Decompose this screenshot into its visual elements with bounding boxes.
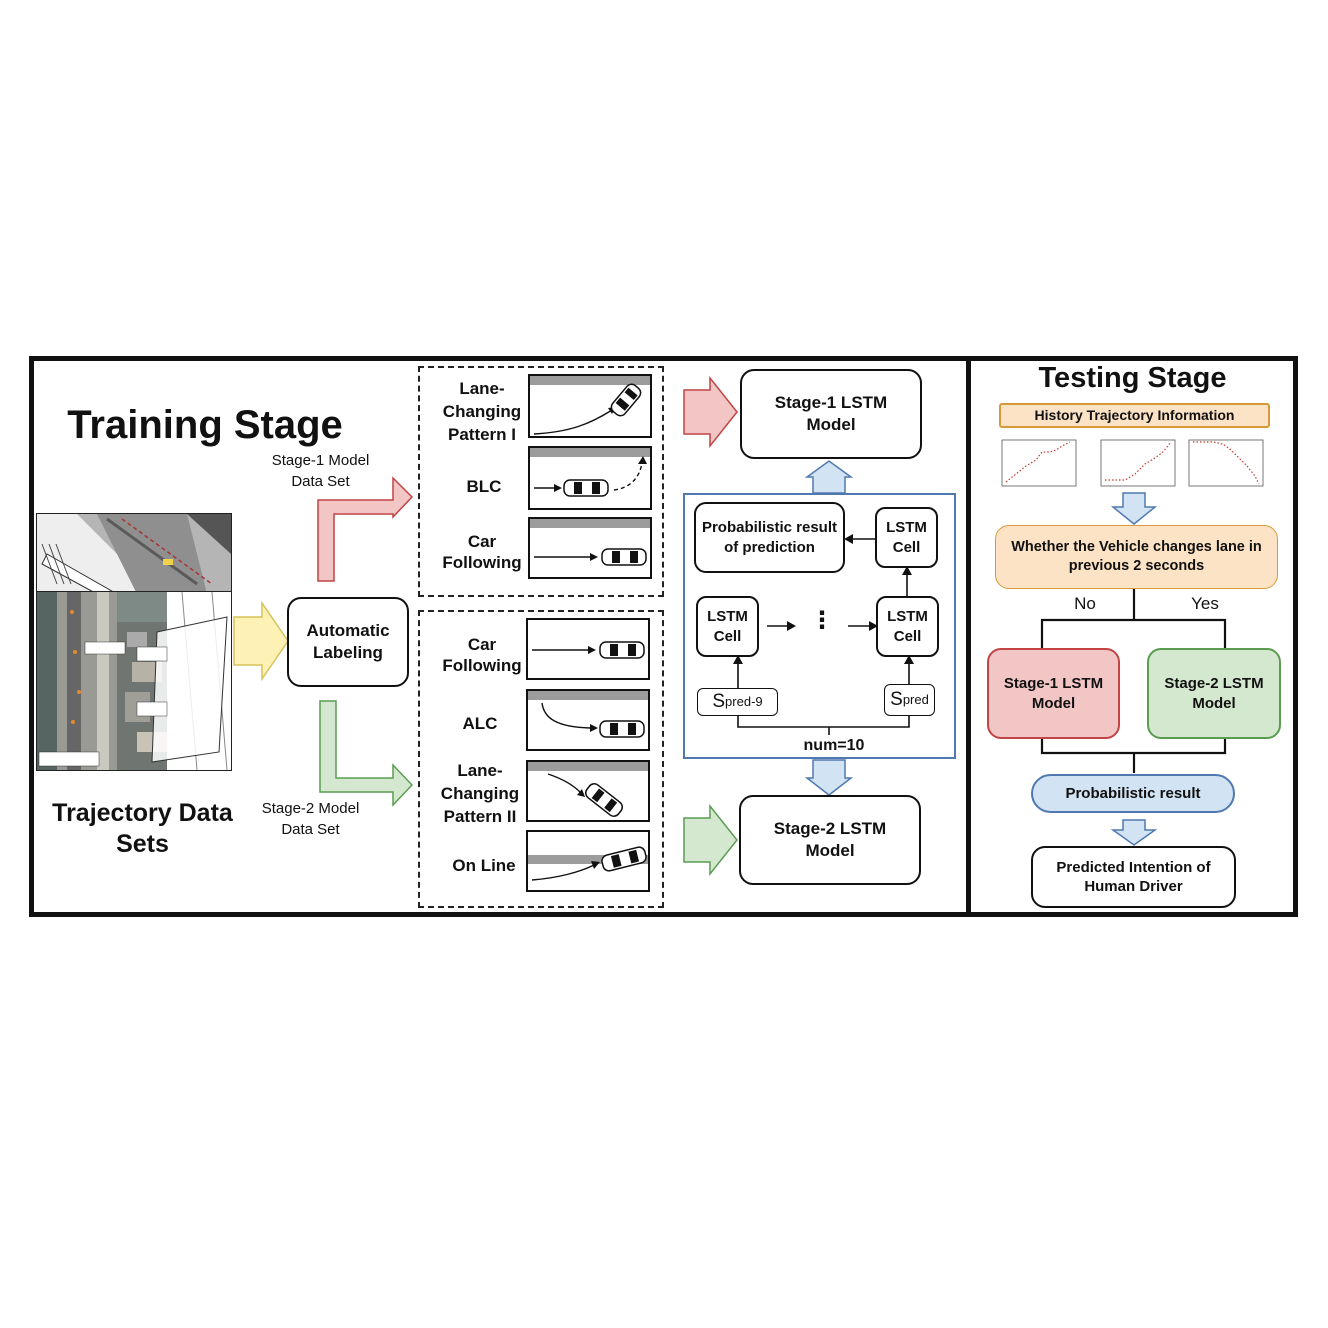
- stage2-model-line1: Stage-2 LSTM: [773, 818, 887, 838]
- stage2-model-line2: Model: [805, 841, 855, 860]
- lstm-cell-right-line2: Cell: [893, 627, 922, 645]
- stage2-patterns-group: [418, 610, 664, 908]
- pattern-car-following-2-label: Car Following: [432, 634, 532, 677]
- pattern-alc-label: ALC: [462, 714, 498, 733]
- t-stage1-line2: Model: [1031, 694, 1076, 712]
- lcp2-line1: Lane-: [457, 761, 503, 780]
- stage-divider: [966, 358, 971, 915]
- s-pred-9-base: S: [712, 690, 726, 712]
- alc-scene: [526, 689, 650, 751]
- lstm-ellipsis: ⋮: [810, 607, 834, 634]
- stage2-dataset-line1: Stage-2 Model: [261, 800, 360, 817]
- lstm-cell-right-line1: LSTM: [887, 608, 928, 625]
- stage1-model-line1: Stage-1 LSTM: [774, 392, 888, 412]
- lcp1-line2: Changing: [442, 401, 522, 421]
- s-pred-sub: pred: [902, 691, 929, 707]
- testing-stage2-model-box: Stage-2 LSTM Model: [1147, 648, 1281, 739]
- auto-label-line2: Labeling: [313, 643, 383, 662]
- trajectory-map-image-2: [36, 591, 232, 771]
- num-10-label: num=10: [803, 737, 865, 754]
- stage2-lstm-model-box: Stage-2 LSTM Model: [739, 795, 921, 885]
- prob-pred-line1: Probabilistic result: [701, 519, 838, 536]
- stage2-dataset-line2: Data Set: [281, 821, 340, 838]
- diagram-frame: [29, 356, 1298, 917]
- lcp2-line2: Changing: [440, 783, 520, 803]
- automatic-labeling-box: Automatic Labeling: [287, 597, 409, 687]
- training-stage-title: Training Stage: [67, 403, 343, 447]
- predicted-line2: Human Driver: [1084, 878, 1183, 895]
- stage1-model-line2: Model: [806, 415, 856, 434]
- car-following-1-scene: [528, 517, 652, 579]
- lane-changing-1-scene: [528, 374, 652, 438]
- history-plot-3: [1183, 438, 1265, 490]
- stage1-lstm-model-box: Stage-1 LSTM Model: [740, 369, 922, 459]
- pattern-lane-changing-2-label: Lane- Changing Pattern II: [430, 760, 530, 829]
- blc-scene: [528, 446, 652, 510]
- pattern-car-following-1-label: Car Following: [432, 531, 532, 574]
- s-pred-base: S: [890, 688, 903, 710]
- testing-probabilistic-result: Probabilistic result: [1031, 774, 1235, 813]
- lstm-cell-top-line1: LSTM: [886, 519, 927, 536]
- lcp2-line3: Pattern II: [443, 806, 517, 826]
- t-stage2-line2: Model: [1192, 694, 1236, 712]
- lstm-cell-left-line2: Cell: [713, 627, 742, 645]
- pattern-lane-changing-1-label: Lane- Changing Pattern I: [432, 378, 532, 447]
- lstm-cell-right: LSTM Cell: [876, 596, 939, 657]
- cf1-line1: Car: [467, 532, 497, 551]
- lcp1-line1: Lane-: [459, 379, 505, 398]
- lstm-cell-top: LSTM Cell: [875, 507, 938, 568]
- lstm-cell-left: LSTM Cell: [696, 596, 759, 657]
- on-line-scene: [526, 830, 650, 892]
- lstm-network-frame: [683, 493, 956, 759]
- s-pred-9-sub: pred-9: [725, 693, 763, 709]
- cf1-line2: Following: [442, 553, 522, 573]
- history-plot-2: [1095, 438, 1177, 490]
- testing-stage-title: Testing Stage: [1038, 362, 1227, 394]
- predicted-line1: Predicted Intention of: [1056, 858, 1211, 876]
- no-branch-label: No: [1074, 594, 1096, 613]
- stage2-dataset-label: Stage-2 Model Data Set: [248, 798, 373, 840]
- car-following-2-scene: [526, 618, 650, 680]
- lcp1-line3: Pattern I: [447, 424, 517, 444]
- testing-stage1-model-box: Stage-1 LSTM Model: [987, 648, 1120, 739]
- pattern-blc-label: BLC: [466, 477, 502, 496]
- lstm-cell-left-line1: LSTM: [707, 608, 748, 625]
- trajectory-map-image-1: [36, 513, 232, 595]
- pattern-on-line-label: On Line: [452, 856, 516, 875]
- question-line1: Whether the Vehicle changes lane in: [1011, 539, 1262, 556]
- stage1-dataset-line1: Stage-1 Model: [271, 452, 370, 469]
- stage1-dataset-label: Stage-1 Model Data Set: [258, 450, 383, 492]
- stage1-dataset-line2: Data Set: [291, 473, 350, 490]
- cf2-line2: Following: [442, 656, 522, 676]
- prob-pred-line2: of prediction: [724, 538, 815, 556]
- predicted-intention-box: Predicted Intention of Human Driver: [1031, 846, 1236, 908]
- history-plot-1: [996, 438, 1078, 490]
- t-stage1-line1: Stage-1 LSTM: [1003, 675, 1104, 692]
- probabilistic-result-of-prediction-box: Probabilistic result of prediction: [694, 502, 845, 573]
- lane-change-question-box: Whether the Vehicle changes lane in prev…: [995, 525, 1278, 589]
- t-stage2-line1: Stage-2 LSTM: [1164, 675, 1264, 692]
- question-line2: previous 2 seconds: [1068, 558, 1205, 574]
- lstm-cell-top-line2: Cell: [892, 538, 921, 556]
- cf2-line1: Car: [467, 635, 497, 654]
- yes-branch-label: Yes: [1191, 594, 1219, 613]
- stage1-patterns-group: [418, 366, 664, 597]
- lane-changing-2-scene: [526, 760, 650, 822]
- history-trajectory-box: History Trajectory Information: [999, 403, 1270, 428]
- auto-label-line1: Automatic: [306, 620, 390, 640]
